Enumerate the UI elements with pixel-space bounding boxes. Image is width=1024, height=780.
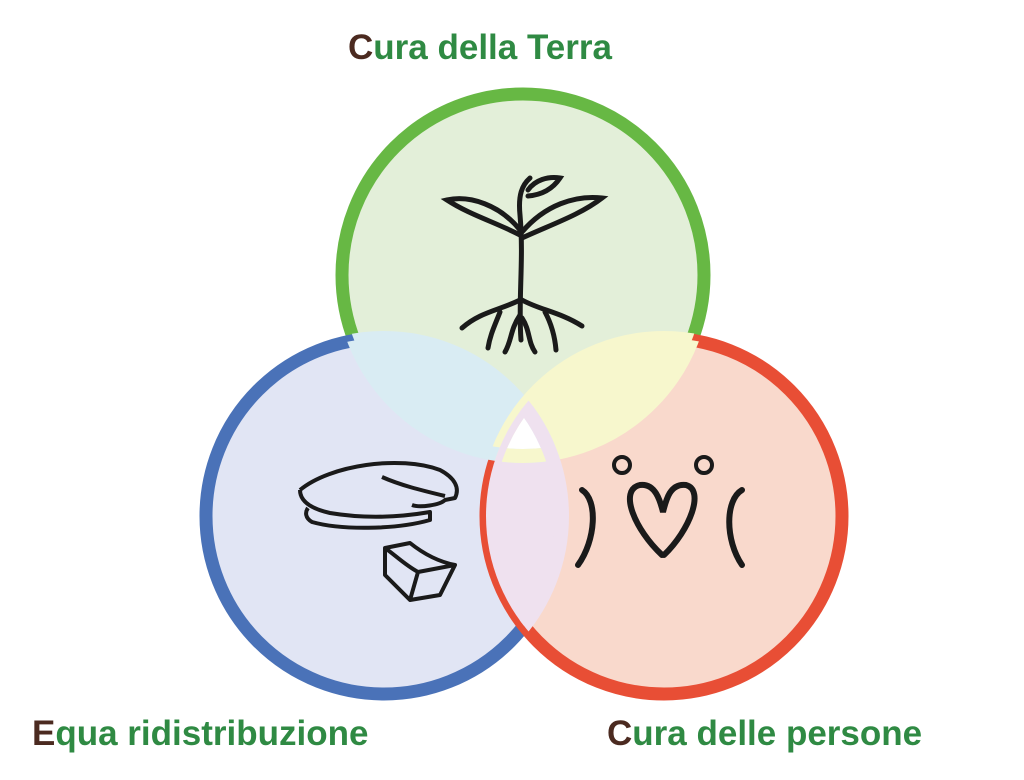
label-people-care: Cura delle persone bbox=[607, 714, 922, 754]
label-fair-share: Equa ridistribuzione bbox=[32, 714, 368, 754]
label-text: ura delle persone bbox=[632, 714, 923, 753]
people-heart-icon bbox=[575, 455, 745, 568]
overlap-earth-people bbox=[486, 338, 704, 456]
label-initial: C bbox=[348, 28, 374, 67]
label-earth-care: Cura della Terra bbox=[348, 28, 612, 68]
label-initial: E bbox=[32, 714, 56, 753]
label-text: qua ridistribuzione bbox=[55, 714, 369, 753]
tree-icon bbox=[440, 175, 609, 355]
cake-slice-icon bbox=[298, 460, 459, 602]
overlap-earth-fair bbox=[342, 338, 562, 456]
label-text: ura della Terra bbox=[373, 28, 612, 67]
label-initial: C bbox=[607, 714, 633, 753]
